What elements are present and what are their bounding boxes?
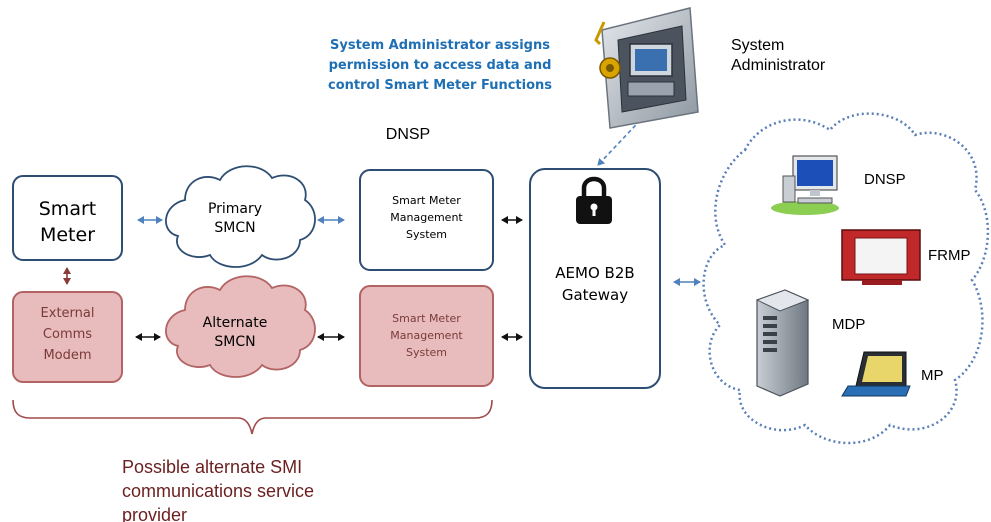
admin-label: System Administrator [731,36,825,76]
smms-alternate-box [359,285,494,387]
external-modem-box [12,291,123,383]
dnsp-header: DNSP [385,126,431,143]
smart-meter-line-1: Smart [38,198,97,220]
alternate-smcn-cloud [165,275,316,378]
external-modem-line-2: Comms [42,327,93,342]
admin-label-line-1: System [731,37,785,54]
alternate-smcn-line-1: Alternate [202,315,268,331]
desktop-computer-icon [771,155,839,215]
participant-dnsp: DNSP [864,171,906,188]
admin-note-line-3: control Smart Meter Functions [327,78,553,93]
smart-meter-box [12,175,123,261]
participant-mdp: MDP [832,316,866,333]
participant-mp: MP [921,367,944,384]
admin-note-line-2: permission to access data and [328,58,552,73]
external-modem-line-1: External [40,306,95,321]
primary-smcn-line-1: Primary [207,201,263,217]
participant-frmp: FRMP [928,247,971,264]
smms-primary-line-1: Smart Meter [392,194,461,207]
laptop-icon [841,351,911,397]
smart-meter-line-2: Meter [39,224,96,246]
smms-primary-line-3: System [405,228,448,241]
smart-meter-label: Smart Meter [13,196,122,248]
alternate-smcn-line-2: SMCN [214,334,256,350]
brace-caption: Possible alternate SMI communications se… [122,455,314,522]
server-tower-icon [755,289,810,397]
admin-note-line-1: System Administrator assigns [330,38,550,53]
brace-caption-line-2: communications service [122,481,315,501]
brace-caption-line-3: provider [122,505,188,522]
smms-primary-box [359,169,494,271]
smms-alternate-line-1: Smart Meter [392,312,461,325]
external-modem-line-3: Modem [43,348,92,363]
external-modem-label: External Comms Modem [13,303,122,366]
safe-computer-icon [594,7,699,129]
smms-primary-line-2: Management [390,211,463,224]
alternate-smcn-label: Alternate SMCN [180,314,290,352]
red-monitor-icon [841,229,921,285]
primary-smcn-line-2: SMCN [214,220,256,236]
bottom-brace [12,399,493,435]
admin-label-line-2: Administrator [731,57,826,74]
smms-primary-label: Smart Meter Management System [360,192,493,243]
gateway-line-1: AEMO B2B [555,264,635,282]
gateway-label: AEMO B2B Gateway [530,262,660,306]
primary-smcn-cloud [165,165,316,268]
smms-alternate-line-3: System [405,346,448,359]
gateway-line-2: Gateway [561,286,629,304]
smms-alternate-line-2: Management [390,329,463,342]
gateway-box [529,168,661,389]
smms-alternate-label: Smart Meter Management System [360,310,493,361]
padlock-icon [576,176,612,224]
primary-smcn-label: Primary SMCN [180,200,290,238]
brace-caption-line-1: Possible alternate SMI [122,457,303,477]
connector-admin-gateway [597,109,651,166]
admin-note: System Administrator assigns permission … [300,36,580,96]
